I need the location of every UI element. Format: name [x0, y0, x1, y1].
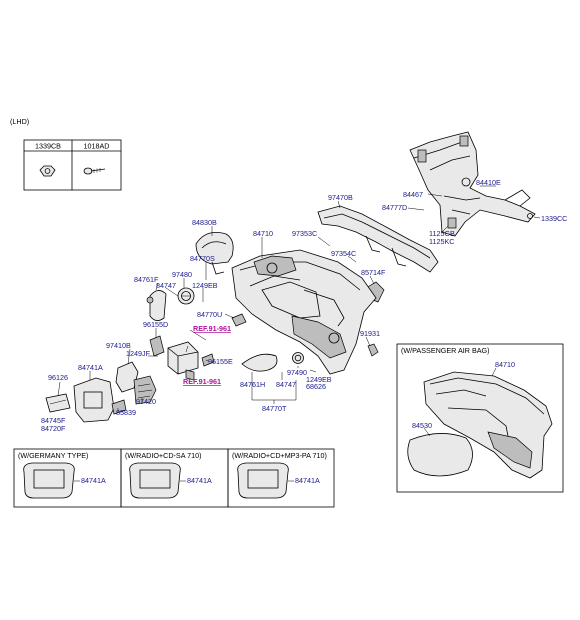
reference-link-1[interactable]: REF.91-961: [193, 324, 231, 333]
passenger-label-84530: 84530: [412, 421, 432, 430]
label-84747-b: 84747: [276, 380, 296, 389]
variant-2-part-label: 84741A: [187, 476, 212, 485]
label-97354C: 97354C: [331, 249, 356, 258]
center-vent: [133, 375, 157, 405]
connector-96155E: [201, 353, 215, 367]
label-84741A: 84741A: [78, 363, 103, 372]
label-96155D: 96155D: [143, 320, 168, 329]
variant-3-part-label: 84741A: [295, 476, 320, 485]
label-97353C: 97353C: [292, 229, 317, 238]
label-97420: 97420: [136, 397, 156, 406]
label-84467: 84467: [403, 190, 423, 199]
reference-link-2[interactable]: REF.91-961: [183, 377, 221, 386]
knee-garnish: [241, 353, 278, 372]
variant-label: (LHD): [10, 117, 29, 126]
audio-unit: [167, 341, 199, 375]
passenger-airbag-panel: (W/PASSENGER AIR BAG) 84710 84530: [396, 343, 564, 493]
label-1125GB: 1125GB: [429, 229, 455, 238]
left-garnish: [146, 290, 167, 321]
label-1249JF: 1249JF: [126, 349, 151, 358]
crash-pad: [231, 249, 377, 375]
label-84745F: 84745F: [41, 416, 66, 425]
center-fascia: [73, 377, 115, 423]
variant-title-radio-cd: (W/RADIO+CD-SA 710): [125, 451, 201, 460]
label-84777D: 84777D: [382, 203, 407, 212]
label-84761H: 84761H: [240, 380, 265, 389]
label-97410B: 97410B: [106, 341, 131, 350]
right-vent: [292, 352, 304, 364]
part-91931: [367, 343, 379, 357]
variant-title-radio-cd-mp3: (W/RADIO+CD+MP3-PA 710): [232, 451, 327, 460]
label-97490: 97490: [287, 368, 307, 377]
connector-ref2: [185, 369, 195, 381]
label-91931: 91931: [360, 329, 380, 338]
passenger-label-84710: 84710: [495, 360, 515, 369]
passenger-panel-title: (W/PASSENGER AIR BAG): [401, 346, 490, 355]
label-97480: 97480: [172, 270, 192, 279]
label-96126: 96126: [48, 373, 68, 382]
label-84830B: 84830B: [192, 218, 217, 227]
nut-icon: [39, 165, 56, 177]
left-vent: [177, 287, 195, 305]
part-labels: 84410E 84467 84777D 1339CC 1125GB 1125KC…: [41, 178, 567, 433]
fastener-header-1018AD: 1018AD: [84, 142, 110, 151]
tray: [45, 393, 71, 413]
label-68626: 68626: [306, 382, 326, 391]
screw-icon: [83, 167, 106, 175]
label-84720F: 84720F: [41, 424, 66, 433]
label-84770T: 84770T: [262, 404, 287, 413]
label-1249EB-a: 1249EB: [192, 281, 218, 290]
label-85839: 85839: [116, 408, 136, 417]
variant-title-germany: (W/GERMANY TYPE): [18, 451, 88, 460]
cluster-hood: [195, 231, 234, 275]
label-1339CC: 1339CC: [541, 214, 567, 223]
bracket-97410B: [115, 361, 139, 393]
fastener-table: 1339CB 1018AD: [23, 139, 122, 191]
leader-lines: [57, 185, 541, 412]
fascia-variant-2: [129, 462, 181, 499]
label-85714F: 85714F: [361, 268, 386, 277]
label-1125KC: 1125KC: [429, 237, 454, 246]
clip-84770U: [231, 313, 247, 327]
air-duct: [317, 205, 439, 273]
part-85839: [111, 399, 127, 415]
variant-1-part-label: 84741A: [81, 476, 106, 485]
label-84410E: 84410E: [476, 178, 501, 187]
fascia-variant-1: [23, 462, 75, 499]
label-84770S: 84770S: [190, 254, 215, 263]
label-1249EB-b: 1249EB: [306, 375, 332, 384]
label-84761F: 84761F: [134, 275, 159, 284]
airbag-module: [407, 433, 473, 477]
label-84747-a: 84747: [156, 281, 176, 290]
label-96155E: 96155E: [208, 357, 233, 366]
switch-96155D: [149, 335, 165, 357]
label-97470B: 97470B: [328, 193, 353, 202]
fascia-variant-3: [237, 462, 289, 499]
fastener-header-1339CB: 1339CB: [35, 142, 61, 151]
label-84770U: 84770U: [197, 310, 222, 319]
cowl-cross-bar: [409, 131, 536, 237]
variant-panels: (W/GERMANY TYPE) (W/RADIO+CD-SA 710) (W/…: [13, 448, 335, 508]
label-84710: 84710: [253, 229, 273, 238]
